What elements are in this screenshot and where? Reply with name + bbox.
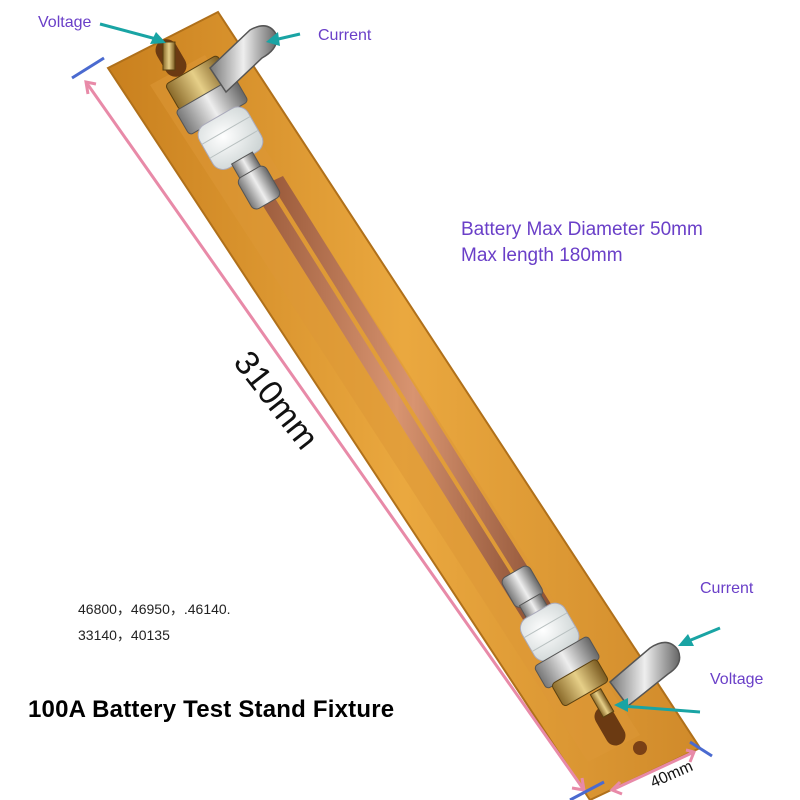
models-line-2: 33140，40135 xyxy=(78,627,170,643)
dim-tick-right xyxy=(689,740,713,758)
top-voltage-screw xyxy=(162,41,176,71)
bottom-voltage-screw xyxy=(589,688,615,718)
copper-rods xyxy=(253,176,556,626)
spec-diameter: Battery Max Diameter 50mm xyxy=(461,219,703,240)
product-title: 100A Battery Test Stand Fixture xyxy=(28,696,395,723)
bottom-terminal xyxy=(501,565,609,706)
length-dimension-line xyxy=(84,80,586,792)
models-line-1: 46800，46950，.46140. xyxy=(78,601,231,617)
voltage-label-bottom: Voltage xyxy=(710,671,764,688)
bottom-current-lug xyxy=(608,641,681,708)
dim-tick-top xyxy=(71,56,105,80)
bottom-hole xyxy=(633,741,647,755)
pointer-arrows xyxy=(99,22,721,714)
spec-length: Max length 180mm xyxy=(461,245,623,266)
voltage-label-top: Voltage xyxy=(38,14,92,31)
top-terminal xyxy=(165,55,281,210)
dim-tick-bottom xyxy=(569,780,605,800)
current-label-top: Current xyxy=(318,27,372,44)
width-dimension-line xyxy=(609,748,697,796)
current-label-bottom: Current xyxy=(700,580,754,597)
